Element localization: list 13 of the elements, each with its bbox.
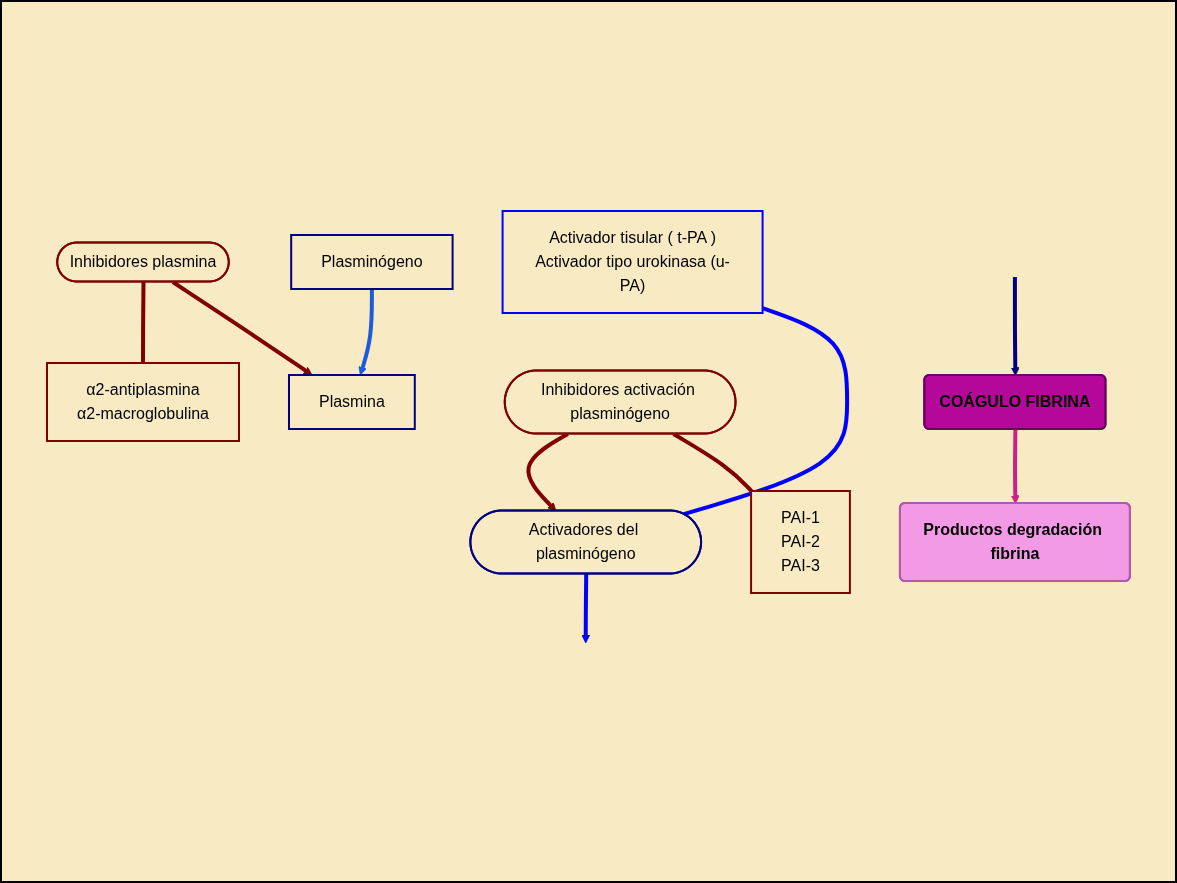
- connector: [141, 281, 146, 363]
- connector: [672, 431, 753, 492]
- node-box: Activador tisular ( t-PA ) Activador tipo urokinasa (u-PA): [501, 209, 764, 314]
- arrow: [1010, 428, 1020, 504]
- connector: [683, 305, 850, 516]
- arrow: [526, 431, 569, 511]
- arrow: [358, 288, 374, 375]
- node-box: α2-antiplasmina α2-macroglobulina: [46, 361, 241, 442]
- node-box: Plasmina: [288, 373, 416, 430]
- arrow: [1010, 276, 1020, 376]
- node-box: Plasminógeno: [290, 233, 454, 290]
- arrow: [581, 573, 591, 643]
- node-box: PAI-1 PAI-2 PAI-3: [750, 489, 851, 594]
